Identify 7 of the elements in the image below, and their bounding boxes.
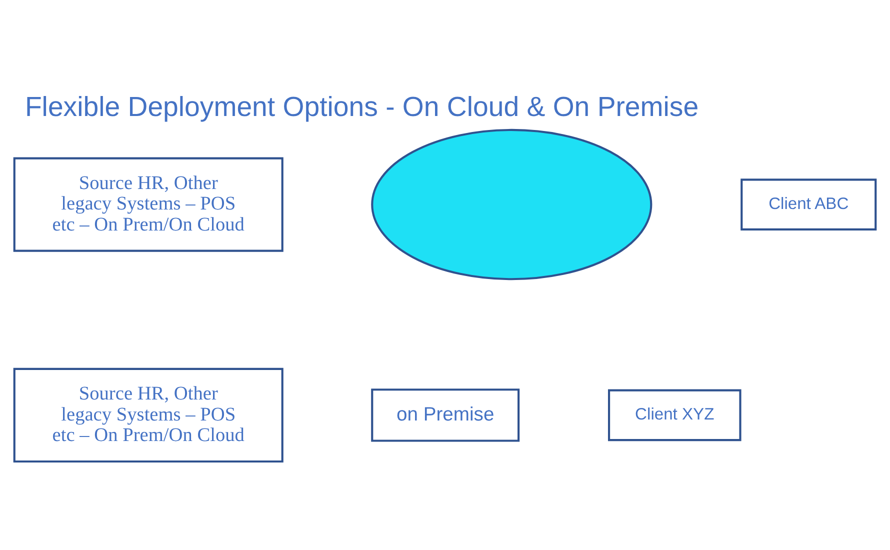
- diagram-title: Flexible Deployment Options - On Cloud & On Premise: [24, 91, 699, 122]
- node-box: Source HR, Other legacy Systems – POS etc – On Prem/On Cloud: [13, 157, 284, 252]
- node-box: Client ABC: [740, 178, 877, 230]
- node-box: Client XYZ: [608, 389, 742, 442]
- node-box: Source HR, Other legacy Systems – POS etc – On Prem/On Cloud: [13, 368, 284, 463]
- node-cloud: [371, 128, 652, 280]
- node-box: on Premise: [371, 388, 520, 442]
